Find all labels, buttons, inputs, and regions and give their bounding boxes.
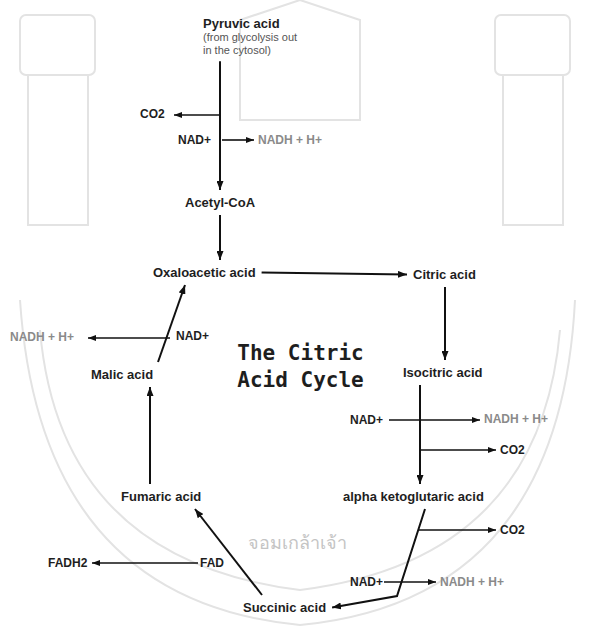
compound-note: (from glycolysis out in the cytosol): [203, 31, 307, 56]
co2-label: CO2: [500, 523, 525, 537]
reaction-arrow: [158, 285, 185, 362]
diagram-title: The Citric Acid Cycle: [228, 340, 373, 395]
side-arrow: [420, 449, 496, 451]
compound-name: Citric acid: [413, 267, 476, 282]
side-arrow: [389, 419, 480, 421]
side-arrow: [174, 114, 220, 116]
reaction-arrow: [419, 385, 421, 484]
cofactor-label: NADH + H+: [10, 330, 74, 344]
side-arrows: [88, 115, 496, 582]
cofactor-label: NAD+: [176, 329, 209, 343]
compound-node: Citric acid: [410, 265, 479, 284]
compound-name: Pyruvic acid: [203, 16, 307, 31]
compound-node: Pyruvic acid(from glycolysis out in the …: [200, 14, 310, 58]
compound-node: Oxaloacetic acid: [150, 263, 259, 282]
compound-node: Acetyl-CoA: [182, 193, 258, 212]
seal-outline: [20, 0, 575, 625]
compound-name: Succinic acid: [243, 600, 326, 615]
compound-node: Malic acid: [88, 365, 156, 384]
compound-node: Fumaric acid: [118, 487, 204, 506]
compound-name: Isocitric acid: [403, 365, 482, 380]
reaction-arrow: [444, 287, 446, 360]
cofactor-label: NAD+: [350, 575, 383, 589]
reaction-arrow: [332, 509, 425, 608]
compound-name: Acetyl-CoA: [185, 195, 255, 210]
reaction-arrow: [262, 273, 407, 275]
compound-name: alpha ketoglutaric acid: [343, 489, 484, 504]
compound-node: Succinic acid: [240, 598, 329, 617]
watermark-text: จอมเกล้าเจ้า: [248, 528, 347, 557]
cofactor-label: NAD+: [350, 413, 383, 427]
compound-node: Isocitric acid: [400, 363, 485, 382]
co2-label: CO2: [140, 107, 165, 121]
reaction-arrow: [149, 387, 151, 484]
side-arrow: [92, 562, 198, 564]
cofactor-label: NADH + H+: [484, 412, 548, 426]
side-arrow: [88, 337, 170, 339]
compound-name: Malic acid: [91, 367, 153, 382]
compound-name: Oxaloacetic acid: [153, 265, 256, 280]
cofactor-label: NAD+: [178, 133, 211, 147]
cofactor-label: NADH + H+: [440, 575, 504, 589]
compound-node: alpha ketoglutaric acid: [340, 487, 487, 506]
reaction-arrow: [219, 61, 221, 190]
side-arrow: [222, 139, 254, 141]
cofactor-label: NADH + H+: [258, 133, 322, 147]
compound-name: Fumaric acid: [121, 489, 201, 504]
side-arrow: [384, 581, 436, 583]
cofactor-label: FAD: [200, 556, 224, 570]
reaction-arrow: [219, 215, 221, 260]
side-arrow: [419, 529, 496, 531]
cofactor-label: FADH2: [48, 556, 87, 570]
co2-label: CO2: [500, 443, 525, 457]
